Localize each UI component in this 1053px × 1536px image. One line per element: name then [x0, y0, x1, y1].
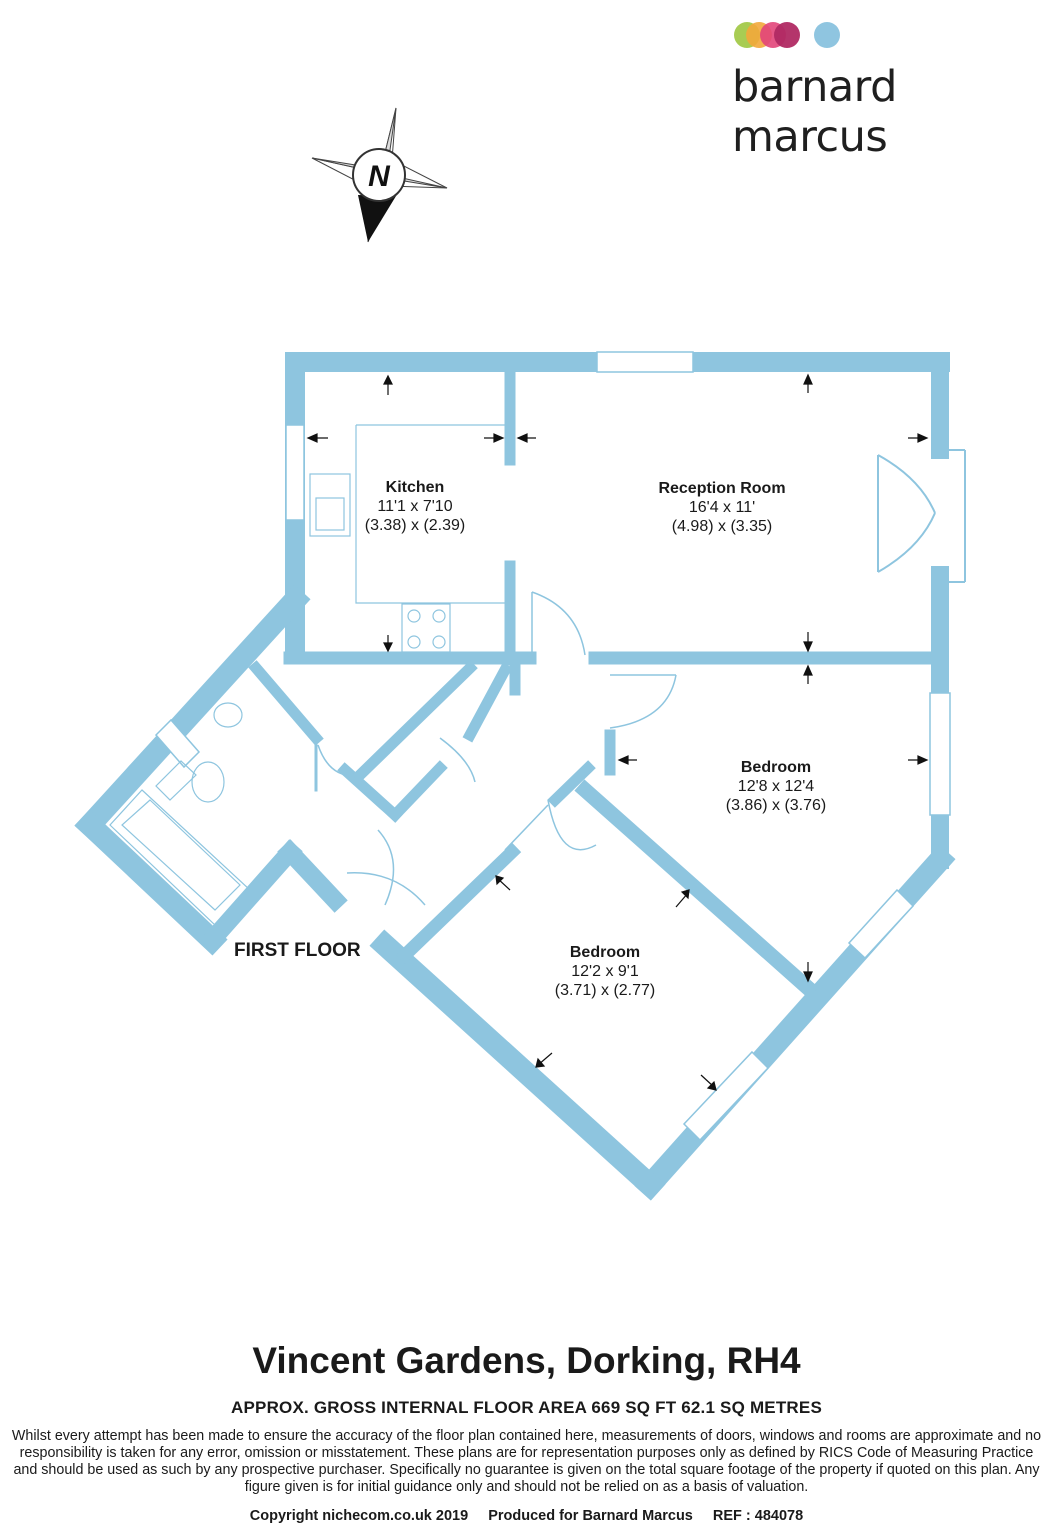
copyright-text: Copyright nichecom.co.uk 2019: [249, 1508, 469, 1524]
room-metric: (3.71) x (2.77): [554, 982, 656, 999]
floor-area: APPROX. GROSS INTERNAL FLOOR AREA 669 SQ…: [231, 1398, 822, 1417]
compass-letter: N: [368, 160, 391, 193]
room-name: Kitchen: [385, 479, 445, 496]
room-imperial: 16'4 x 11': [688, 499, 756, 516]
room-metric: (3.38) x (2.39): [364, 517, 466, 534]
property-address: Vincent Gardens, Dorking, RH4: [252, 1340, 801, 1381]
floor-label: FIRST FLOOR: [234, 940, 361, 961]
room-metric: (4.98) x (3.35): [671, 518, 773, 535]
room-label-reception: Reception Room 16'4 x 11' (4.98) x (3.35…: [622, 479, 822, 536]
room-label-bedroom-1: Bedroom 12'8 x 12'4 (3.86) x (3.76): [696, 758, 856, 815]
produced-for-text: Produced for Barnard Marcus: [488, 1508, 693, 1524]
kitchen-fittings: [309, 424, 505, 653]
bathroom-fittings: [109, 702, 251, 926]
disclaimer-text: Whilst every attempt has been made to en…: [11, 1428, 1042, 1495]
windows: [154, 351, 951, 1142]
room-name: Bedroom: [569, 944, 641, 961]
french-doors: [877, 449, 966, 583]
dimension-arrows: [306, 373, 929, 1091]
floor-plan: N: [74, 107, 966, 1201]
compass-icon: N: [311, 107, 448, 243]
room-metric: (3.86) x (3.76): [725, 797, 827, 814]
room-label-kitchen: Kitchen 11'1 x 7'10 (3.38) x (2.39): [335, 478, 495, 535]
logo-dot: [774, 22, 800, 48]
room-label-bedroom-2: Bedroom 12'2 x 9'1 (3.71) x (2.77): [525, 943, 685, 1000]
room-imperial: 12'2 x 9'1: [571, 963, 639, 980]
brand-name: barnard marcus: [732, 62, 897, 162]
logo-dot: [814, 22, 840, 48]
room-name: Bedroom: [740, 759, 812, 776]
reference-text: REF : 484078: [712, 1508, 804, 1524]
brand-logo: barnard marcus: [728, 18, 1038, 162]
room-name: Reception Room: [658, 480, 786, 497]
footer: Copyright nichecom.co.uk 2019 Produced f…: [0, 1508, 1053, 1524]
room-imperial: 11'1 x 7'10: [377, 498, 453, 515]
door-swings: [317, 591, 677, 906]
room-imperial: 12'8 x 12'4: [737, 778, 815, 795]
